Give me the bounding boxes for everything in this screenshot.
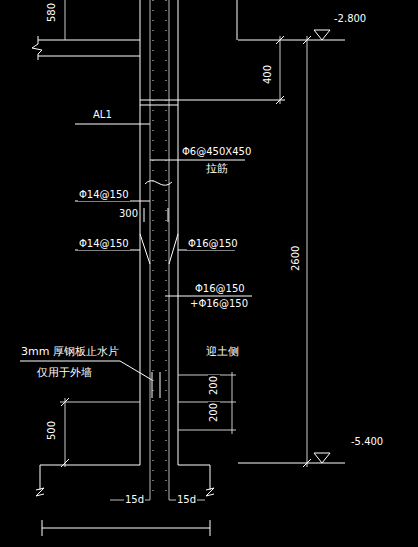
dimension: 580: [46, 1, 58, 22]
anchor-length: 15d: [176, 494, 197, 506]
tie-bar-label: Φ6@450X450: [181, 146, 252, 158]
dimension: 200: [208, 401, 220, 422]
dimension: 300: [118, 208, 139, 220]
rebar-label: +Φ16@150: [189, 298, 249, 310]
rebar-label: Φ14@150: [78, 189, 130, 201]
beam-label: AL1: [92, 109, 113, 121]
dimension: 400: [262, 63, 274, 84]
elevation: -2.800: [333, 13, 367, 25]
rebar-label: Φ16@150: [194, 283, 246, 295]
waterstop-note: 3mm 厚钢板止水片: [20, 345, 120, 358]
dimension: 200: [208, 374, 220, 395]
soil-side-label: 迎土侧: [205, 345, 240, 358]
waterstop-note: 仅用于外墙: [36, 366, 93, 379]
dimension: 500: [46, 419, 58, 440]
rebar-label: Φ14@150: [78, 238, 130, 250]
rebar-label: Φ16@150: [187, 238, 239, 250]
anchor-length: 15d: [124, 494, 145, 506]
elevation: -5.400: [350, 436, 384, 448]
dimension: 2600: [290, 244, 302, 271]
tie-bar-note: 拉筋: [205, 162, 229, 175]
